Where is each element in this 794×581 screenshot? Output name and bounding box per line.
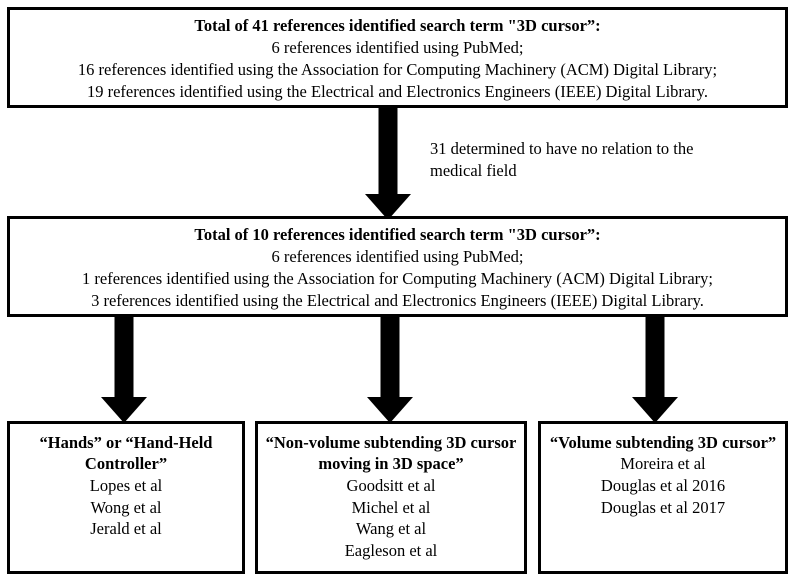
stage-filtered-line-2: 1 references identified using the Associ… — [82, 268, 713, 288]
down-arrow-icon-branch-volume — [632, 313, 678, 425]
category-non-volume-item-3: Wang et al — [355, 519, 427, 539]
exclusion-line-1: 31 determined to have no relation to the — [430, 139, 694, 158]
stage-filtered-heading: Total of 10 references identified search… — [194, 225, 601, 244]
category-hands-item-1: Lopes et al — [89, 475, 163, 495]
category-hands-item-2: Wong et al — [90, 497, 162, 517]
arrow-head — [367, 397, 413, 423]
category-hands-heading: “Hands” or “Hand-Held Controller” — [39, 433, 213, 474]
category-non-volume-item-4: Eagleson et al — [344, 541, 438, 561]
stage-initial-line-2: 16 references identified using the Assoc… — [77, 59, 718, 79]
arrow-shaft — [114, 313, 134, 399]
category-non-volume-item-2: Michel et al — [351, 497, 431, 517]
stage-box-initial: Total of 41 references identified search… — [7, 7, 788, 108]
stage-box-filtered: Total of 10 references identified search… — [7, 216, 788, 317]
category-volume-item-3: Douglas et al 2017 — [600, 497, 726, 517]
stage-filtered-line-1: 6 references identified using PubMed; — [271, 246, 524, 266]
stage-initial-line-3: 19 references identified using the Elect… — [86, 81, 709, 101]
arrow-head — [632, 397, 678, 423]
down-arrow-icon-branch-non-volume — [367, 313, 413, 425]
stage-initial-line-1: 6 references identified using PubMed; — [271, 37, 524, 57]
category-volume-item-1: Moreira et al — [620, 454, 706, 474]
arrow-head — [365, 194, 411, 220]
category-volume-heading: “Volume subtending 3D cursor” — [549, 433, 777, 452]
category-hands-item-3: Jerald et al — [90, 519, 162, 539]
arrow-shaft — [378, 104, 398, 196]
arrow-shaft — [380, 313, 400, 399]
down-arrow-icon-branch-hands — [101, 313, 147, 425]
category-box-hands: “Hands” or “Hand-Held Controller” Lopes … — [7, 421, 245, 574]
exclusion-line-2: medical field — [430, 161, 517, 181]
down-arrow-icon-main — [365, 104, 411, 220]
category-non-volume-heading: “Non-volume subtending 3D cursor moving … — [265, 433, 517, 474]
stage-filtered-line-3: 3 references identified using the Electr… — [91, 290, 704, 310]
arrow-head — [101, 397, 147, 423]
category-volume-item-2: Douglas et al 2016 — [600, 476, 726, 496]
stage-initial-heading: Total of 41 references identified search… — [194, 16, 601, 35]
exclusion-annotation: 31 determined to have no relation to the… — [430, 138, 760, 183]
category-box-non-volume: “Non-volume subtending 3D cursor moving … — [255, 421, 527, 574]
arrow-shaft — [645, 313, 665, 399]
category-box-volume: “Volume subtending 3D cursor” Moreira et… — [538, 421, 788, 574]
category-non-volume-item-1: Goodsitt et al — [346, 475, 436, 495]
